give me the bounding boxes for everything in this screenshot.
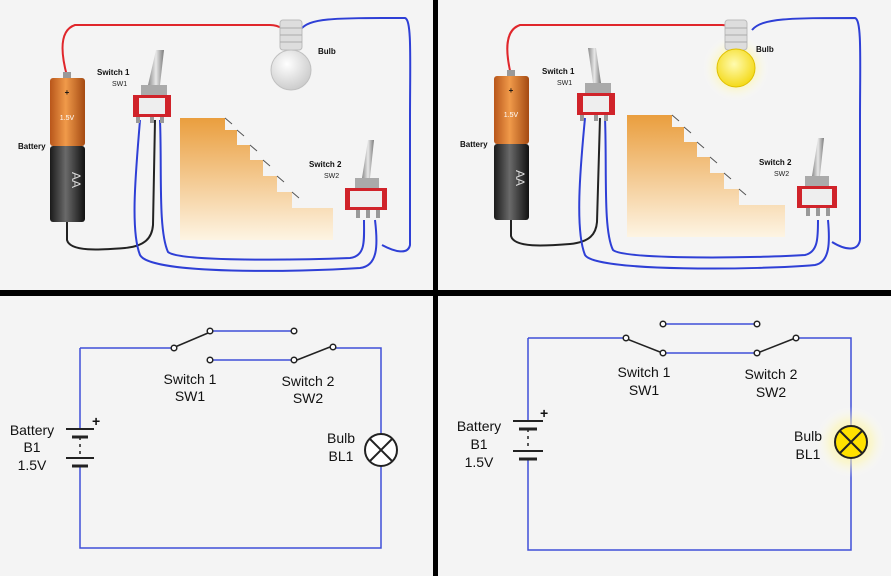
switch1-id: SW1 — [175, 388, 206, 404]
switch2-name: Switch 2 — [759, 158, 792, 167]
schematic-bulb-lit — [815, 406, 887, 478]
battery-voltage: 1.5V — [60, 115, 75, 122]
bulb-id: BL1 — [796, 446, 821, 462]
black-wire — [510, 117, 601, 247]
schematic-switch-2 — [290, 327, 337, 364]
switch2-id: SW2 — [756, 384, 787, 400]
switch1-id: SW1 — [629, 382, 660, 398]
bulb-label: Bulb — [794, 428, 822, 444]
blue-wire — [751, 16, 862, 250]
switch1-id: SW1 — [112, 81, 127, 88]
battery-voltage: 1.5V — [504, 112, 519, 119]
switch1-id: SW1 — [557, 80, 572, 87]
switch2-name: Switch 2 — [282, 373, 335, 389]
panel-bottom-right — [438, 296, 891, 576]
bulb-lit — [702, 19, 770, 102]
switch2-id: SW2 — [324, 173, 339, 180]
switch-2 — [345, 140, 387, 218]
switch2-name: Switch 2 — [309, 160, 342, 169]
battery-label: Battery — [457, 418, 501, 434]
bulb-label: Bulb — [756, 45, 774, 54]
schematic-switch-1 — [170, 327, 214, 364]
switch2-name: Switch 2 — [745, 366, 798, 382]
battery-plus: + — [540, 405, 548, 421]
schematic-bulb — [364, 433, 398, 467]
wire — [527, 458, 852, 551]
battery-plus: + — [65, 88, 70, 97]
bulb-id: BL1 — [329, 448, 354, 464]
battery-id: B1 — [23, 439, 40, 455]
pictorial-circuit-on: + 1.5V AA Battery Switch 1 SW1 Switc — [460, 16, 862, 270]
wire — [334, 347, 382, 435]
switch2-id: SW2 — [293, 390, 324, 406]
schematic-circuit-on — [527, 323, 852, 551]
schematic-battery — [513, 420, 543, 461]
switch-2 — [797, 138, 837, 216]
switch2-id: SW2 — [774, 171, 789, 178]
blue-wire-lower-1 — [133, 119, 378, 272]
battery-id: B1 — [470, 436, 487, 452]
stair-edges — [224, 117, 300, 199]
panel-bottom-left — [0, 296, 433, 576]
switch-1 — [133, 50, 171, 123]
bulb-off — [270, 19, 312, 91]
wire — [79, 466, 382, 549]
battery: + 1.5V AA — [494, 70, 529, 220]
battery-voltage: 1.5V — [18, 457, 47, 473]
bulb-label: Bulb — [318, 47, 336, 56]
blue-wire-lower-1 — [578, 117, 830, 270]
switch-1 — [577, 48, 615, 121]
switch1-name: Switch 1 — [618, 364, 671, 380]
switch1-name: Switch 1 — [542, 67, 575, 76]
bulb-label: Bulb — [327, 430, 355, 446]
stair-edges — [671, 114, 747, 196]
battery: + 1.5V AA — [50, 72, 85, 222]
staircase — [627, 115, 785, 237]
battery-label: Battery — [18, 142, 46, 151]
schematic-switch-1 — [622, 320, 667, 357]
pictorial-circuit-off: + 1.5V AA Battery Switch 1 SW1 — [18, 16, 412, 272]
switch1-name: Switch 1 — [97, 68, 130, 77]
battery-type: AA — [513, 170, 527, 186]
schematic-circuit-off — [79, 330, 382, 549]
battery-voltage: 1.5V — [465, 454, 494, 470]
battery-plus: + — [92, 413, 100, 429]
staircase — [180, 118, 333, 240]
wire — [797, 337, 852, 425]
blue-wire — [299, 16, 412, 253]
battery-type: AA — [69, 172, 83, 188]
blue-wire-lower-2 — [159, 119, 366, 261]
blue-wire-lower-2 — [604, 117, 819, 259]
black-wire — [66, 119, 156, 251]
schematic-battery — [66, 428, 94, 468]
battery-label: Battery — [10, 422, 54, 438]
battery-plus: + — [509, 86, 514, 95]
switch1-name: Switch 1 — [164, 371, 217, 387]
battery-label: Battery — [460, 140, 488, 149]
schematic-switch-2 — [753, 320, 800, 357]
